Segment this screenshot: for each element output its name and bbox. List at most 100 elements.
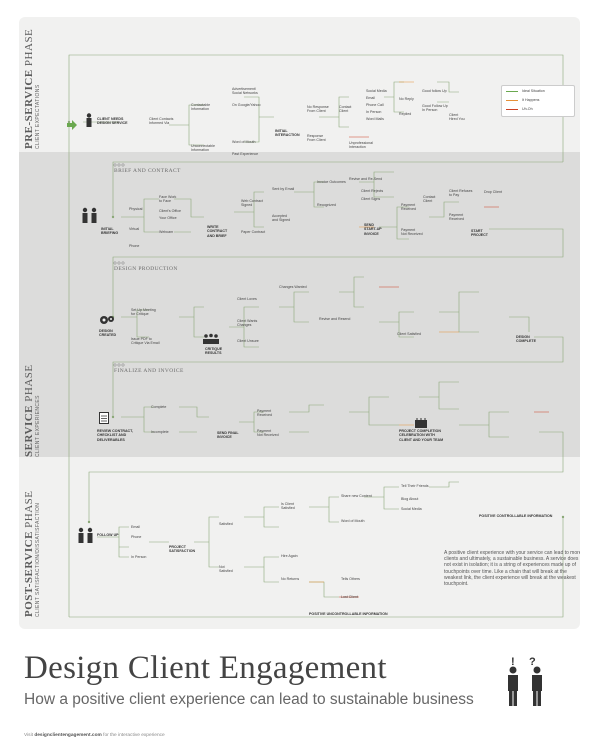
node-drop-client: Drop Client <box>484 190 502 194</box>
node-invoice-outcomes: Invoice Outcomes <box>317 180 346 184</box>
checklist-icon <box>99 411 109 429</box>
legend: Ideal Situation It Happens Uh-Oh <box>501 85 575 117</box>
node-phone-call: Phone Call <box>366 103 384 107</box>
footer-suffix: for the interactive experience <box>103 733 165 738</box>
node-on-google: On Google/Yahoo <box>232 103 261 107</box>
celebration-icon <box>415 415 427 433</box>
node-tell-friends: Tell Their Friends <box>401 484 429 488</box>
node-social-media: Social Media <box>366 89 387 93</box>
node-follow-up: FOLLOW UP <box>97 533 119 537</box>
meeting-people-icon <box>81 207 99 228</box>
pre-service-phase-label: PRE-SERVICE PHASE CLIENT EXPECTATIONS <box>23 28 41 149</box>
footer-text: Visit designclientengagement.com for the… <box>24 733 165 738</box>
node-hire-again: Hire Again <box>281 554 298 558</box>
node-sent-by-email: Sent by Email <box>272 187 295 191</box>
post-service-phase-label: POST-SERVICE PHASE CLIENT SATISFACTION/D… <box>23 490 41 618</box>
node-positive-controllable: POSITIVE CONTROLLABLE INFORMATION <box>479 514 553 518</box>
node-incomplete: Incomplete <box>151 430 169 434</box>
legend-uhoh: Uh-Oh <box>506 107 533 111</box>
node-client-signs: Client Signs <box>361 197 381 201</box>
node-share-new-content: Share new Content <box>341 494 372 498</box>
node-changes-wanted: Changes Wanted <box>279 285 307 289</box>
node-word-of-mouth-2: Word of Mouth <box>341 519 365 523</box>
node-replied: Replied <box>399 112 412 116</box>
section-title-finalize: FINALIZE AND INVOICE <box>114 368 184 374</box>
node-client-satisfied: Client Satisfied <box>397 332 421 336</box>
node-satisfied: Satisfied <box>219 522 233 526</box>
node-no-returns: No Returns <box>281 577 300 581</box>
service-phase-band <box>19 152 580 457</box>
page-subtitle: How a positive client experience can lea… <box>24 691 474 708</box>
team-critique-icon <box>203 332 219 350</box>
node-word-of-mouth: Word of Mouth <box>232 140 256 144</box>
node-blog-about: Blog About <box>401 497 419 501</box>
node-client-unsure: Client Unsure <box>237 339 259 343</box>
node-past-experience: Past Experience <box>232 152 259 156</box>
two-people-exclamation-icon: ! ? <box>497 656 557 713</box>
section-title-production: DESIGN PRODUCTION <box>114 266 178 272</box>
node-client-loves: Client Loves <box>237 297 257 301</box>
node-phone: Phone <box>129 244 140 248</box>
node-complete: Complete <box>151 405 167 409</box>
node-revise-design: Revise and Resend <box>319 317 351 321</box>
node-in-person: In Person <box>366 110 382 114</box>
node-no-reply: No Reply <box>399 97 414 101</box>
svg-text:?: ? <box>529 656 536 668</box>
handshake-people-icon <box>77 527 95 548</box>
node-word-mails: Word Mails <box>366 117 384 121</box>
node-social-media-2: Social Media <box>401 507 422 511</box>
page-title: Design Client Engagement <box>24 650 387 686</box>
node-tells-others: Tells Others <box>341 577 360 581</box>
legend-happens: It Happens <box>506 98 539 102</box>
node-physical: Physical <box>129 207 143 211</box>
service-phase-label: SERVICE PHASE CLIENT EXPERIENCES <box>23 364 41 457</box>
node-recognized: Recognized <box>317 203 336 207</box>
flow-lines <box>67 54 565 618</box>
svg-text:!: ! <box>511 656 515 668</box>
node-clients-office: Client's Office <box>159 209 181 213</box>
node-email: Email <box>366 96 375 100</box>
node-revise-resend: Revise and Re-Send <box>349 177 383 181</box>
footer-link[interactable]: designclientengagement.com <box>34 733 102 738</box>
footer-prefix: Visit <box>24 733 33 738</box>
node-client-rejects: Client Rejects <box>361 189 384 193</box>
node-your-office: Your Office <box>159 216 177 220</box>
node-lost-client: Lost Client <box>341 595 358 599</box>
node-email-2: Email <box>131 525 140 529</box>
node-phone-2: Phone <box>131 535 142 539</box>
node-advertisement: Advertisement/Social Networks <box>232 87 258 96</box>
node-in-person-2: In Person <box>131 555 147 559</box>
gears-icon <box>99 313 115 331</box>
client-person-icon <box>85 113 93 132</box>
